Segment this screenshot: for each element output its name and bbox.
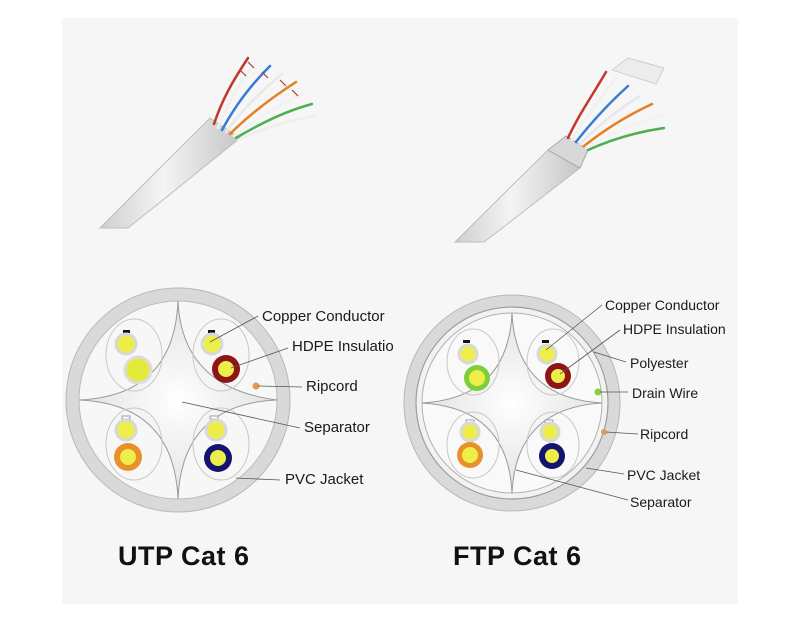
utp-label-copper-conductor: Copper Conductor bbox=[262, 309, 385, 325]
utp-title: UTP Cat 6 bbox=[118, 541, 250, 572]
utp-label-hdpe-insulation: HDPE Insulatio bbox=[292, 339, 394, 355]
ftp-label-pvc-jacket: PVC Jacket bbox=[627, 467, 700, 483]
ftp-label-polyester: Polyester bbox=[630, 355, 688, 371]
ftp-cable-photo bbox=[455, 58, 664, 242]
utp-label-ripcord: Ripcord bbox=[306, 379, 358, 395]
ftp-cross-section bbox=[404, 295, 620, 511]
ftp-label-ripcord: Ripcord bbox=[640, 426, 688, 442]
ftp-label-drain-wire: Drain Wire bbox=[632, 385, 698, 401]
ftp-label-copper-conductor: Copper Conductor bbox=[605, 297, 719, 313]
ftp-label-hdpe-insulation: HDPE Insulation bbox=[623, 321, 726, 337]
utp-label-pvc-jacket: PVC Jacket bbox=[285, 472, 363, 488]
utp-cable-photo bbox=[100, 58, 316, 228]
ftp-label-separator: Separator bbox=[630, 494, 691, 510]
utp-label-separator: Separator bbox=[304, 420, 370, 436]
utp-cross-section bbox=[66, 288, 290, 512]
ftp-title: FTP Cat 6 bbox=[453, 541, 582, 572]
